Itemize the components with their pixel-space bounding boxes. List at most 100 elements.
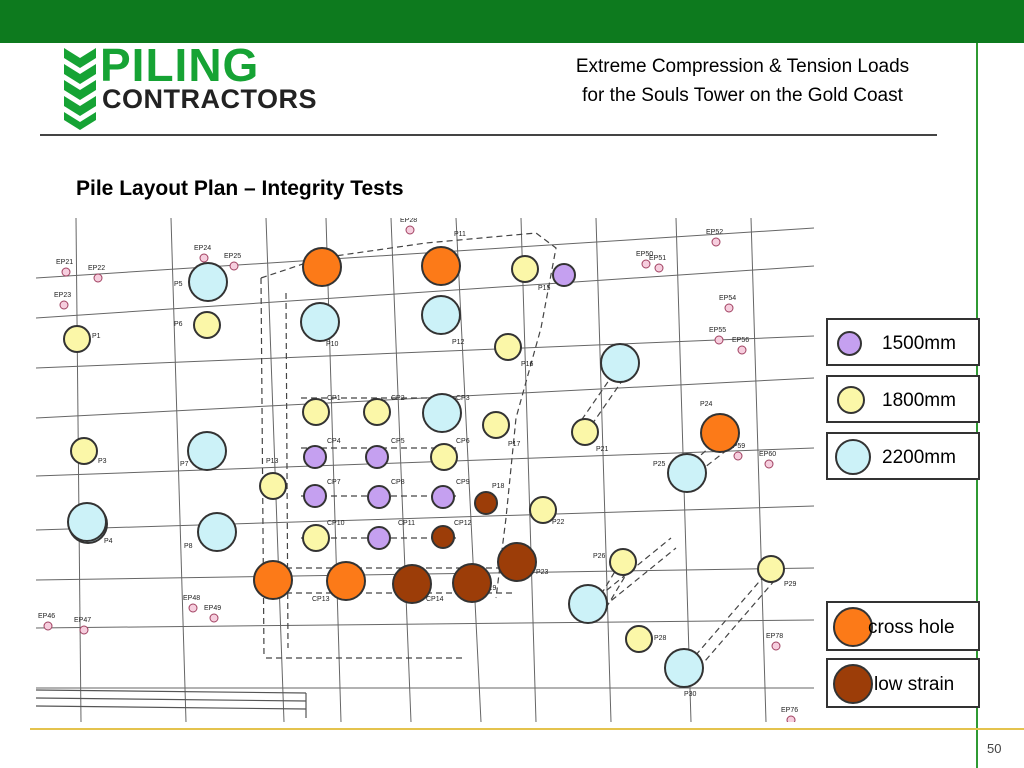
pile-1800 bbox=[494, 333, 522, 361]
pile-2200 bbox=[187, 431, 227, 471]
plan-label: CP14 bbox=[426, 596, 444, 603]
logo-text-piling: PILING bbox=[100, 39, 260, 91]
pile-2200 bbox=[421, 295, 461, 335]
plan-label: P18 bbox=[492, 483, 505, 490]
plan-label: P10 bbox=[326, 341, 339, 348]
plan-label: EP50 bbox=[636, 251, 653, 258]
plan-label: P24 bbox=[700, 401, 713, 408]
edge-pile-mark bbox=[79, 625, 89, 635]
plan-label: P11 bbox=[454, 231, 466, 238]
plan-label: CP13 bbox=[312, 596, 330, 603]
plan-label: EP46 bbox=[38, 613, 55, 620]
pile-1500-low bbox=[474, 491, 498, 515]
plan-label: EP22 bbox=[88, 265, 105, 272]
plan-label: CP7 bbox=[327, 479, 341, 486]
pile-2200-cross bbox=[302, 247, 342, 287]
edge-pile-mark bbox=[724, 303, 734, 313]
plan-label: P30 bbox=[684, 691, 697, 698]
pile-1800 bbox=[63, 325, 91, 353]
plan-label: EP52 bbox=[706, 229, 723, 236]
legend-swatch-cross-hole bbox=[833, 607, 873, 647]
plan-label: EP28 bbox=[400, 218, 417, 224]
plan-label: P23 bbox=[536, 569, 549, 576]
pile-1500 bbox=[367, 485, 391, 509]
plan-label: P7 bbox=[180, 461, 189, 468]
plan-label: P4 bbox=[104, 538, 113, 545]
plan-label: P6 bbox=[174, 321, 183, 328]
pile-1800 bbox=[193, 311, 221, 339]
legend-low-strain: low strain bbox=[826, 658, 980, 708]
edge-pile-mark bbox=[209, 613, 219, 623]
pile-2200 bbox=[600, 343, 640, 383]
legend-label-low-strain: low strain bbox=[874, 674, 955, 695]
pile-2200 bbox=[667, 453, 707, 493]
pile-1800 bbox=[363, 398, 391, 426]
plan-label: CP9 bbox=[456, 479, 470, 486]
plan-label: EP49 bbox=[204, 605, 221, 612]
plan-label: P8 bbox=[184, 543, 193, 550]
plan-label: CP2 bbox=[391, 395, 405, 402]
pile-1800 bbox=[529, 496, 557, 524]
pile-1800 bbox=[625, 625, 653, 653]
plan-label: EP24 bbox=[194, 245, 211, 252]
pile-1500 bbox=[367, 526, 391, 550]
pile-1800 bbox=[609, 548, 637, 576]
top-banner bbox=[0, 0, 1024, 43]
plan-label: P13 bbox=[266, 458, 279, 465]
plan-label: EP78 bbox=[766, 633, 783, 640]
pile-2200-cross bbox=[700, 413, 740, 453]
plan-label: CP5 bbox=[391, 438, 405, 445]
pile-1800 bbox=[259, 472, 287, 500]
edge-pile-mark bbox=[188, 603, 198, 613]
plan-label: P12 bbox=[452, 339, 465, 346]
header-divider bbox=[40, 134, 937, 136]
edge-pile-mark bbox=[93, 273, 103, 283]
footer-line bbox=[30, 728, 1024, 730]
legend-1500mm: 1500mm bbox=[826, 318, 980, 366]
plan-label: CP4 bbox=[327, 438, 341, 445]
pile-layout-drawing: EP21EP22EP23EP24EP25EP28EP46EP47EP48EP49… bbox=[36, 218, 814, 722]
plan-label: CP8 bbox=[391, 479, 405, 486]
plan-label: P16 bbox=[521, 361, 534, 368]
plan-label: P29 bbox=[784, 581, 797, 588]
plan-label: P25 bbox=[653, 461, 666, 468]
pile-2200 bbox=[197, 512, 237, 552]
plan-label: EP59 bbox=[728, 443, 745, 450]
plan-label: EP54 bbox=[719, 295, 736, 302]
plan-label: EP21 bbox=[56, 259, 73, 266]
plan-label: P3 bbox=[98, 458, 107, 465]
pile-1500 bbox=[365, 445, 389, 469]
slide-title-line1: Extreme Compression & Tension Loads bbox=[575, 56, 910, 77]
edge-pile-mark bbox=[61, 267, 71, 277]
logo-text-contractors: CONTRACTORS bbox=[102, 84, 318, 114]
plan-label: EP48 bbox=[183, 595, 200, 602]
pile-2200 bbox=[568, 584, 608, 624]
legend-label-1800mm: 1800mm bbox=[882, 390, 956, 411]
plan-label: EP55 bbox=[709, 327, 726, 334]
edge-pile-mark bbox=[714, 335, 724, 345]
edge-pile-mark bbox=[764, 459, 774, 469]
edge-pile-mark bbox=[229, 261, 239, 271]
pile-2200-cross bbox=[253, 560, 293, 600]
plan-label: P28 bbox=[654, 635, 667, 642]
page-number: 50 bbox=[987, 741, 1002, 756]
legend-label-cross-hole: cross hole bbox=[868, 617, 955, 638]
pile-1800 bbox=[571, 418, 599, 446]
edge-pile-mark bbox=[641, 259, 651, 269]
edge-pile-mark bbox=[786, 715, 796, 722]
edge-pile-mark bbox=[43, 621, 53, 631]
plan-label: P22 bbox=[552, 519, 565, 526]
slide-title: Extreme Compression & Tension Loads for … bbox=[540, 52, 945, 110]
plan-label: P1 bbox=[92, 333, 101, 340]
legend-swatch-low-strain bbox=[833, 664, 873, 704]
plan-label: CP11 bbox=[398, 520, 415, 527]
pile-1800 bbox=[757, 555, 785, 583]
pile-1800 bbox=[430, 443, 458, 471]
plan-label: CP1 bbox=[327, 395, 341, 402]
legend-label-1500mm: 1500mm bbox=[882, 333, 956, 354]
pile-2200-cross bbox=[326, 561, 366, 601]
pile-2200 bbox=[67, 502, 107, 542]
pile-2200 bbox=[188, 262, 228, 302]
pile-2200-low bbox=[497, 542, 537, 582]
edge-pile-mark bbox=[711, 237, 721, 247]
